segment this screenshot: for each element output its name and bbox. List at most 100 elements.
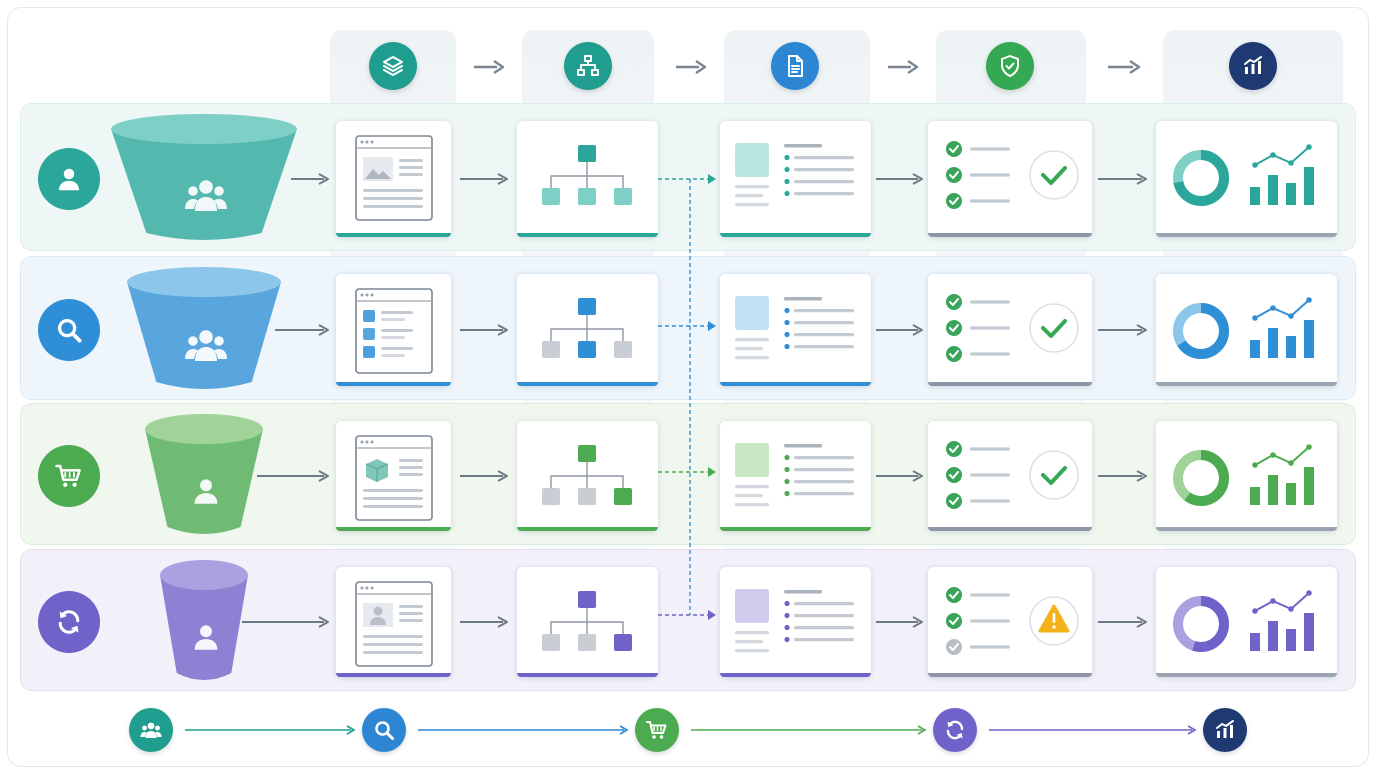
hierarchy-tree — [542, 445, 632, 505]
search-icon — [375, 721, 394, 740]
bottom-flow-arrow — [418, 725, 629, 735]
hierarchy-icon — [577, 55, 599, 76]
card-accent-bar — [517, 527, 658, 531]
stage-icon-3 — [771, 42, 819, 90]
card-accent-bar — [336, 233, 451, 237]
flow-arrow — [291, 173, 329, 185]
shopping-cart-icon — [55, 464, 81, 487]
flow-arrow — [460, 470, 508, 482]
card-accent-bar — [517, 382, 658, 386]
card-accent-bar — [928, 527, 1092, 531]
analytics-chart-icon — [1244, 56, 1262, 74]
structure-card — [517, 421, 658, 531]
stage-icon-5 — [1229, 42, 1277, 90]
checklist — [946, 441, 1079, 509]
page-card — [336, 567, 451, 677]
flow-arrow — [257, 470, 329, 482]
flow-arrow — [1098, 324, 1147, 336]
search-icon — [58, 319, 82, 343]
header-arrow — [888, 60, 919, 74]
hierarchy-tree — [542, 591, 632, 651]
validation-card — [928, 274, 1092, 386]
header-arrow — [474, 60, 505, 74]
user-icon — [59, 168, 79, 191]
page-card — [336, 274, 451, 386]
wireframe-window — [355, 288, 433, 374]
flow-arrow — [1098, 616, 1147, 628]
content-card — [720, 274, 871, 386]
hierarchy-tree — [542, 298, 632, 358]
bottom-flow-icon-4 — [933, 708, 977, 752]
wireframe-window — [355, 435, 433, 521]
analytics-card — [1156, 567, 1337, 677]
card-accent-bar — [928, 382, 1092, 386]
document-icon — [788, 55, 803, 77]
bottom-flow-icon-5 — [1203, 708, 1247, 752]
bottom-flow-arrow — [989, 725, 1197, 735]
card-accent-bar — [1156, 382, 1337, 386]
persona-icon — [38, 445, 100, 507]
flow-arrow — [876, 616, 923, 628]
flow-arrow — [460, 616, 508, 628]
user-group-icon — [185, 330, 227, 362]
flow-arrow — [460, 173, 508, 185]
analytics-card — [1156, 421, 1337, 531]
card-accent-bar — [720, 233, 871, 237]
document-list — [735, 589, 854, 653]
checklist — [946, 294, 1079, 362]
card-accent-bar — [336, 527, 451, 531]
bottom-flow-arrow — [185, 725, 356, 735]
card-accent-bar — [336, 673, 451, 677]
flow-arrow — [242, 616, 329, 628]
structure-card — [517, 121, 658, 237]
dashed-connector — [658, 174, 716, 620]
persona-icon — [38, 591, 100, 653]
analytics-card — [1156, 274, 1337, 386]
structure-card — [517, 567, 658, 677]
bottom-flow-arrow — [691, 725, 927, 735]
header-arrow — [1108, 60, 1141, 74]
wireframe-window — [355, 581, 433, 667]
layers-icon — [383, 56, 403, 76]
flow-arrow — [876, 470, 923, 482]
stage-icon-1 — [369, 42, 417, 90]
analytics-summary — [1173, 590, 1314, 652]
structure-card — [517, 274, 658, 386]
card-accent-bar — [720, 673, 871, 677]
content-card — [720, 121, 871, 237]
refresh-icon — [58, 610, 80, 634]
flow-arrow — [876, 324, 923, 336]
card-accent-bar — [517, 673, 658, 677]
card-accent-bar — [517, 233, 658, 237]
card-accent-bar — [1156, 527, 1337, 531]
content-card — [720, 567, 871, 677]
flow-arrow — [1098, 173, 1147, 185]
hierarchy-tree — [542, 145, 632, 205]
checklist — [946, 587, 1079, 655]
shopping-cart-icon — [646, 721, 667, 739]
document-list — [735, 296, 854, 360]
card-accent-bar — [1156, 673, 1337, 677]
card-accent-bar — [720, 527, 871, 531]
user-icon — [194, 479, 218, 504]
bottom-flow-icon-2 — [362, 708, 406, 752]
content-card — [720, 421, 871, 531]
flow-arrow — [1098, 470, 1147, 482]
checklist — [946, 141, 1079, 209]
wireframe-window — [355, 135, 433, 221]
flow-arrow — [460, 324, 508, 336]
flow-arrow — [275, 324, 329, 336]
page-card — [336, 121, 451, 237]
validation-card — [928, 421, 1092, 531]
analytics-card — [1156, 121, 1337, 237]
refresh-icon — [946, 720, 964, 740]
flow-arrow — [876, 173, 923, 185]
bottom-flow-icon-3 — [635, 708, 679, 752]
header-arrow — [676, 60, 707, 74]
user-icon — [194, 625, 218, 650]
card-accent-bar — [928, 233, 1092, 237]
persona-icon — [38, 299, 100, 361]
stage-icon-4 — [986, 42, 1034, 90]
stage-icon-2 — [564, 42, 612, 90]
